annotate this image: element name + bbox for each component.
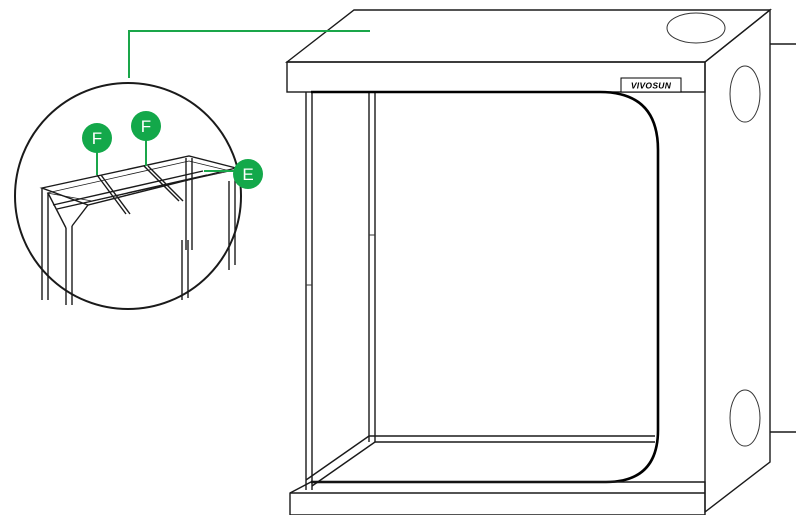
callout-f-right-label: F bbox=[141, 117, 151, 136]
detail-magnifier: F F E bbox=[14, 82, 263, 310]
brand-label-text: VIVOSUN bbox=[631, 81, 672, 91]
brand-label-box bbox=[620, 77, 682, 93]
grow-tent: VIVOSUN bbox=[284, 8, 796, 515]
callout-f-left-label: F bbox=[92, 129, 102, 148]
callout-f-right: F bbox=[131, 111, 161, 141]
callout-f-left-circle bbox=[82, 123, 112, 153]
callout-f-right-circle bbox=[131, 111, 161, 141]
brand-label: VIVOSUN bbox=[620, 77, 682, 93]
roof-frame-detail bbox=[39, 155, 237, 305]
callout-f-left: F bbox=[82, 123, 112, 153]
top-vent-icon bbox=[666, 12, 726, 44]
floor-frame bbox=[305, 435, 655, 487]
tent-door-opening bbox=[311, 90, 660, 484]
side-vent-upper-icon bbox=[729, 65, 761, 123]
callout-e: E bbox=[233, 159, 263, 189]
tent-top-face bbox=[284, 9, 772, 63]
leader-line bbox=[128, 30, 370, 78]
tent-right-side bbox=[704, 8, 771, 514]
callout-e-circle bbox=[233, 159, 263, 189]
tent-base-front bbox=[289, 481, 706, 515]
side-vent-lower-icon bbox=[729, 389, 761, 447]
callout-e-label: E bbox=[242, 165, 253, 184]
